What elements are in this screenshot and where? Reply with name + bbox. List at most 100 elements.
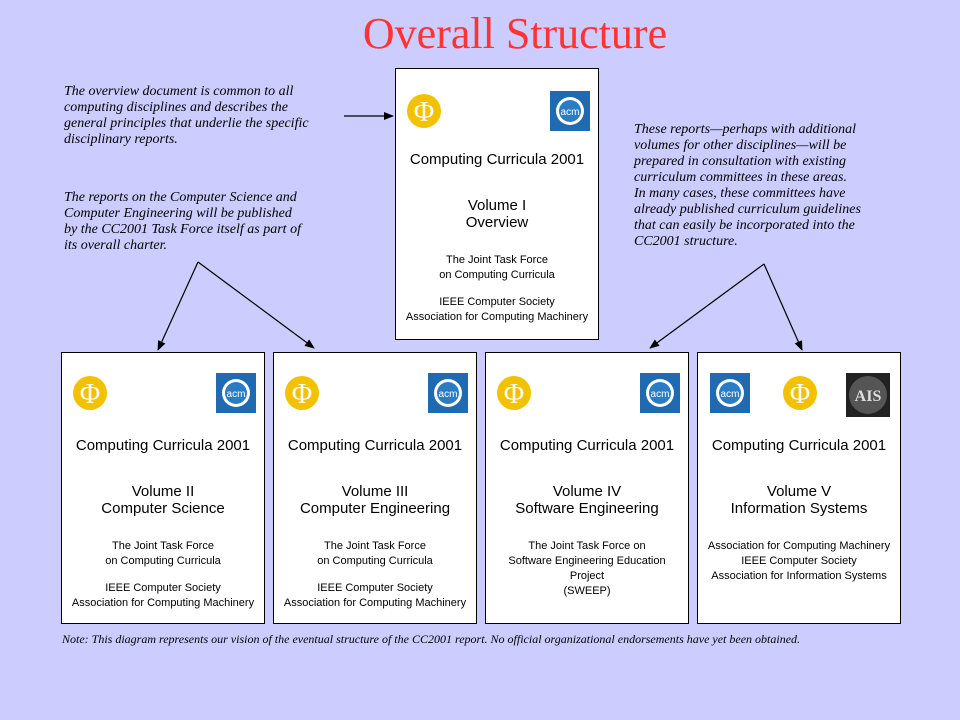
- volume-number: Volume V: [766, 483, 832, 500]
- note-line: Computer Engineering will be published: [64, 206, 292, 221]
- org-line: IEEE Computer Society: [317, 582, 433, 594]
- note-line: In many cases, these committees have: [634, 186, 846, 201]
- cs-arrow: [157, 261, 199, 351]
- volume-title: Volume V Information Systems: [698, 483, 900, 517]
- acm-logo-icon: acm: [428, 373, 468, 413]
- volume-number: Volume I: [467, 197, 527, 214]
- org-line: Association for Computing Machinery: [707, 540, 891, 552]
- org-line: The Joint Task Force on: [528, 540, 646, 552]
- note-line: volumes for other disciplines—will be: [634, 138, 847, 153]
- volume-title: Volume III Computer Engineering: [274, 483, 476, 517]
- acm-text: acm: [651, 389, 670, 400]
- volume-number: Volume II: [131, 483, 195, 500]
- sweep-label: (SWEEP): [563, 585, 611, 597]
- ais-text: AIS: [855, 388, 882, 405]
- org-line: Association for Computing Machinery: [283, 597, 467, 609]
- org-line: Association for Computing Machinery: [71, 597, 255, 609]
- ais-logo-icon: AIS: [846, 373, 890, 417]
- note-line: prepared in consultation with existing: [634, 154, 847, 169]
- acm-logo-icon: acm: [550, 91, 590, 131]
- phi-glyph: Φ: [790, 379, 810, 410]
- org-line: The Joint Task Force: [446, 254, 548, 266]
- task-force: The Joint Task Force on Software Enginee…: [486, 539, 688, 584]
- phi-glyph: Φ: [292, 379, 312, 410]
- volume-subject: Computer Science: [101, 500, 225, 517]
- acm-text: acm: [439, 389, 458, 400]
- org-line: on Computing Curricula: [439, 269, 555, 281]
- is-arrow: [763, 263, 803, 351]
- note-line: its overall charter.: [64, 238, 168, 253]
- page-title: Overall Structure: [362, 9, 668, 58]
- curricula-title: Computing Curricula 2001: [711, 437, 887, 454]
- volume-5-box: acm Φ AIS Computing Curricula 2001 Volum…: [697, 352, 901, 624]
- phi-logo-icon: Φ: [780, 373, 820, 413]
- org-line: Association for Computing Machinery: [405, 311, 589, 323]
- volume-number: Volume IV: [552, 483, 622, 500]
- note-line: CC2001 structure.: [634, 234, 738, 249]
- volume-subject: Computer Engineering: [299, 500, 451, 517]
- curricula-title: Computing Curricula 2001: [409, 151, 585, 168]
- phi-logo-icon: Φ: [282, 373, 322, 413]
- volume-1-box: Φ acm Computing Curricula 2001 Volume I …: [395, 68, 599, 340]
- phi-glyph: Φ: [80, 379, 100, 410]
- sponsors: IEEE Computer Society Association for Co…: [396, 295, 598, 325]
- other-disciplines-note: These reports—perhaps with additional vo…: [634, 122, 934, 250]
- org-line: on Computing Curricula: [317, 555, 433, 567]
- phi-glyph: Φ: [504, 379, 524, 410]
- sponsors: IEEE Computer Society Association for Co…: [274, 581, 476, 611]
- task-force: The Joint Task Force on Computing Curric…: [274, 539, 476, 569]
- ce-arrow: [197, 261, 315, 349]
- acm-logo-icon: acm: [710, 373, 750, 413]
- footnote: Note: This diagram represents our vision…: [62, 632, 801, 646]
- org-line: The Joint Task Force: [324, 540, 426, 552]
- curricula-title: Computing Curricula 2001: [75, 437, 251, 454]
- volume-number: Volume III: [341, 483, 409, 500]
- org-line: Project: [569, 570, 605, 582]
- task-force: The Joint Task Force on Computing Curric…: [396, 253, 598, 283]
- acm-text: acm: [227, 389, 246, 400]
- org-line: on Computing Curricula: [105, 555, 221, 567]
- org-line: Software Engineering Education: [508, 555, 666, 567]
- note-line: The reports on the Computer Science and: [64, 190, 297, 205]
- note-line: already published curriculum guidelines: [634, 202, 861, 217]
- volume-subject: Information Systems: [730, 500, 868, 517]
- reports-note: The reports on the Computer Science and …: [64, 190, 354, 254]
- note-line: that can easily be incorporated into the: [634, 218, 855, 233]
- org-line: IEEE Computer Society: [741, 555, 857, 567]
- phi-logo-icon: Φ: [404, 91, 444, 131]
- volume-subject: Software Engineering: [515, 500, 659, 517]
- org-line: Association for Information Systems: [711, 570, 887, 582]
- se-arrow: [649, 263, 765, 349]
- phi-glyph: Φ: [414, 97, 434, 128]
- volume-title: Volume IV Software Engineering: [486, 483, 688, 517]
- phi-logo-icon: Φ: [494, 373, 534, 413]
- acm-text: acm: [561, 107, 580, 118]
- volume-2-box: Φ acm Computing Curricula 2001 Volume II…: [61, 352, 265, 624]
- curricula-title: Computing Curricula 2001: [499, 437, 675, 454]
- volume-title: Volume I Overview: [396, 197, 598, 231]
- curricula-title: Computing Curricula 2001: [287, 437, 463, 454]
- note-line: general principles that underlie the spe…: [64, 116, 309, 131]
- org-line: IEEE Computer Society: [439, 296, 555, 308]
- volume-4-box: Φ acm Computing Curricula 2001 Volume IV…: [485, 352, 689, 624]
- task-force: The Joint Task Force on Computing Curric…: [62, 539, 264, 569]
- note-line: These reports—perhaps with additional: [634, 122, 857, 137]
- acm-text: acm: [721, 389, 740, 400]
- note-line: disciplinary reports.: [64, 132, 178, 147]
- note-line: The overview document is common to all: [64, 84, 294, 99]
- sponsors: IEEE Computer Society Association for Co…: [62, 581, 264, 611]
- phi-logo-icon: Φ: [70, 373, 110, 413]
- note-line: by the CC2001 Task Force itself as part …: [64, 222, 301, 237]
- note-line: computing disciplines and describes the: [64, 100, 288, 115]
- org-line: The Joint Task Force: [112, 540, 214, 552]
- volume-3-box: Φ acm Computing Curricula 2001 Volume II…: [273, 352, 477, 624]
- note-line: curriculum committees in these areas.: [634, 170, 847, 185]
- acm-logo-icon: acm: [216, 373, 256, 413]
- sponsors: Association for Computing Machinery IEEE…: [698, 539, 900, 584]
- acm-logo-icon: acm: [640, 373, 680, 413]
- overview-note: The overview document is common to all c…: [64, 84, 354, 148]
- volume-title: Volume II Computer Science: [62, 483, 264, 517]
- volume-subject: Overview: [465, 214, 529, 231]
- org-line: IEEE Computer Society: [105, 582, 221, 594]
